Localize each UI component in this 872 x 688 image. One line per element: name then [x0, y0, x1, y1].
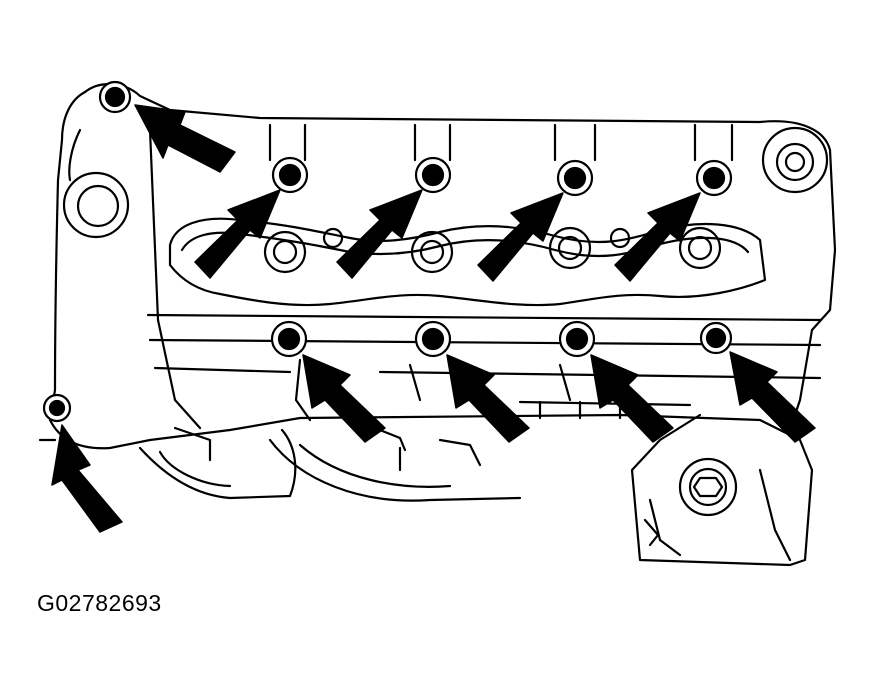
- arrow-icon: [336, 189, 423, 279]
- arrow-icon: [614, 192, 701, 282]
- bolt-icon: [271, 156, 309, 194]
- callout-arrows: [51, 104, 816, 533]
- bolt-icon: [98, 80, 132, 114]
- arrow-icon: [477, 192, 564, 282]
- figure-code: G02782693: [37, 590, 162, 616]
- bolt-icon: [699, 321, 733, 355]
- bolt-icon: [556, 159, 594, 197]
- arrow-icon: [590, 354, 674, 443]
- arrow-icon: [302, 354, 386, 443]
- bolt-icon: [414, 320, 452, 358]
- bolt-heads: [42, 80, 733, 423]
- arrow-icon: [134, 104, 236, 173]
- bolt-icon: [270, 320, 308, 358]
- arrow-icon: [446, 354, 530, 443]
- bolt-icon: [414, 156, 452, 194]
- bolt-icon: [42, 393, 72, 423]
- arrow-icon: [729, 351, 816, 443]
- arrow-icon: [51, 424, 123, 533]
- bolt-icon: [558, 320, 596, 358]
- bolt-icon: [695, 159, 733, 197]
- arrow-icon: [194, 189, 281, 279]
